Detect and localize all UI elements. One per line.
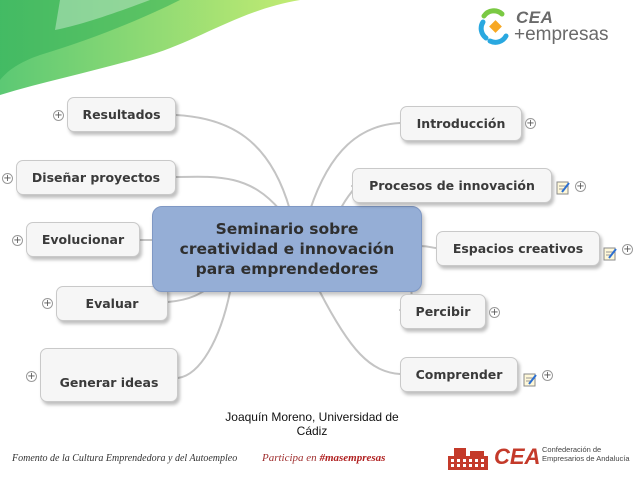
expand-percibir-icon[interactable]: + (489, 307, 500, 318)
footer-program-text: Fomento de la Cultura Emprendedora y del… (12, 453, 238, 464)
caption-line1: Joaquín Moreno, Universidad de (225, 410, 399, 424)
expand-evolucionar-icon[interactable]: + (12, 235, 23, 246)
note-icon[interactable] (523, 372, 537, 387)
expand-disenar-proyectos-icon[interactable]: + (2, 173, 13, 184)
footer-hashtag-prefix: Participa en (262, 452, 320, 464)
building-logo-icon (448, 448, 488, 470)
central-topic-line3: para emprendedores (195, 260, 379, 278)
node-label: Generar ideas (59, 374, 159, 390)
footer-logo-org-name: Confederación de Empresarios de Andalucí… (542, 445, 630, 463)
expand-procesos-icon[interactable]: + (575, 181, 586, 192)
footer-logo-cea-text: CEA (494, 444, 541, 469)
logo-empresas-text: +empresas (514, 24, 609, 45)
node-label: Evaluar (85, 296, 139, 311)
node-procesos-de-innovacion[interactable]: Procesos de innovación (352, 168, 552, 203)
central-topic-node[interactable]: Seminario sobre creatividad e innovación… (152, 206, 422, 292)
expand-espacios-icon[interactable]: + (622, 244, 633, 255)
footer-logo-line2: Empresarios de Andalucía (542, 454, 630, 463)
central-topic-line2: creatividad e innovación (179, 240, 395, 258)
expand-comprender-icon[interactable]: + (542, 370, 553, 381)
note-icon[interactable] (603, 246, 617, 261)
node-introduccion[interactable]: Introducción (400, 106, 522, 141)
author-caption: Joaquín Moreno, Universidad de Cádiz (212, 410, 412, 438)
node-label: Evolucionar (41, 232, 125, 247)
node-label: Espacios creativos (452, 241, 584, 256)
footer-hashtag-text: Participa en #masempresas (262, 452, 385, 464)
cea-logo-mark-icon (478, 8, 509, 45)
footer-hashtag[interactable]: #masempresas (319, 452, 386, 464)
expand-evaluar-icon[interactable]: + (42, 298, 53, 309)
cea-confederacion-logo: CEA Confederación de Empresarios de Anda… (446, 440, 636, 474)
central-topic-line1: Seminario sobre (215, 220, 359, 238)
node-evaluar[interactable]: Evaluar (56, 286, 168, 321)
node-disenar-proyectos[interactable]: Diseñar proyectos (16, 160, 176, 195)
footer-logo-line1: Confederación de (542, 445, 602, 454)
node-comprender[interactable]: Comprender (400, 357, 518, 392)
node-label: Percibir (415, 304, 471, 319)
expand-resultados-icon[interactable]: + (53, 110, 64, 121)
node-resultados[interactable]: Resultados (67, 97, 176, 132)
expand-introduccion-icon[interactable]: + (525, 118, 536, 129)
cea-mas-empresas-logo: CEA +empresas (478, 6, 628, 50)
node-label: Diseñar proyectos (31, 170, 161, 185)
node-evolucionar[interactable]: Evolucionar (26, 222, 140, 257)
expand-generar-ideas-icon[interactable]: + (26, 371, 37, 382)
caption-line2: Cádiz (296, 424, 328, 438)
node-generar-ideas[interactable]: Generar ideas (40, 348, 178, 402)
node-percibir[interactable]: Percibir (400, 294, 486, 329)
note-icon[interactable] (556, 180, 570, 195)
node-label: Comprender (415, 367, 503, 382)
node-label: Procesos de innovación (369, 178, 535, 193)
node-label: Introducción (416, 116, 506, 131)
logo-cea-text: CEA (516, 8, 554, 27)
node-label: Resultados (82, 107, 161, 122)
node-espacios-creativos[interactable]: Espacios creativos (436, 231, 600, 266)
green-swoosh-decoration (0, 0, 300, 95)
